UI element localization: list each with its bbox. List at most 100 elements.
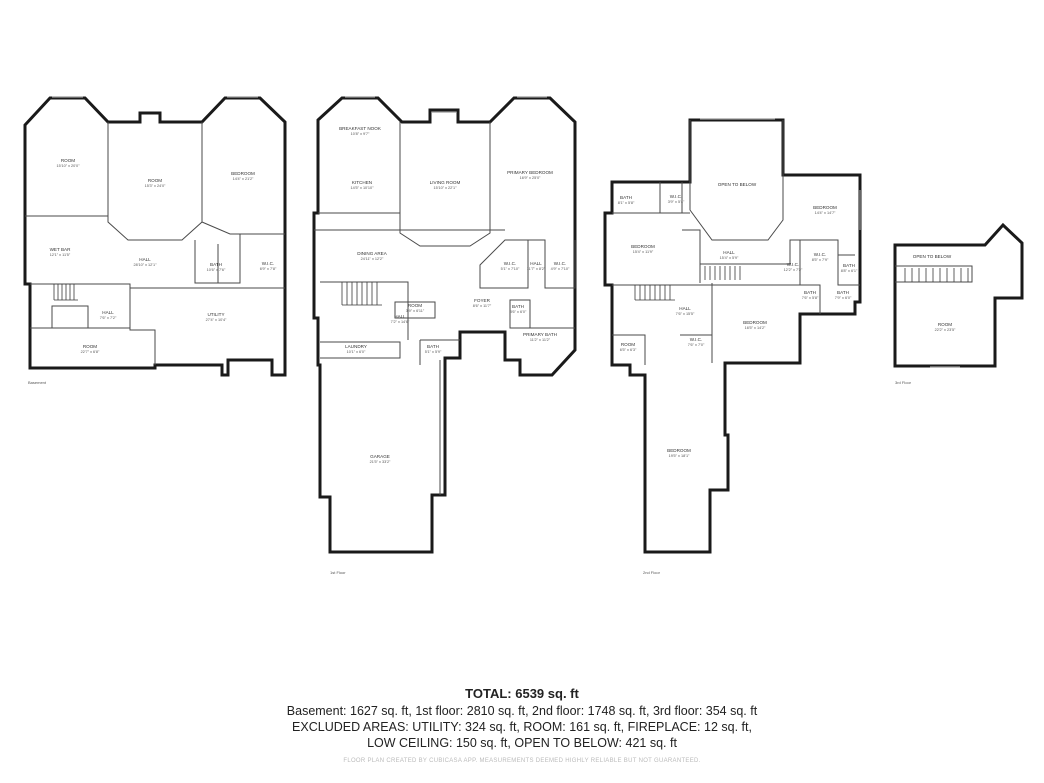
room-label: ROOM xyxy=(621,342,635,347)
room-dims: 7'6" x 5'8" xyxy=(802,296,819,300)
first-floor-plan: BREAKFAST NOOK 10'8" x 9'7" KITCHEN 14'5… xyxy=(312,96,577,575)
room-dims: 15'3" x 24'0" xyxy=(145,184,166,188)
room-label: HALL xyxy=(679,306,691,311)
room-label: HALL xyxy=(394,314,406,319)
room-label: W.I.C. xyxy=(690,337,703,342)
room-dims: 24'11" x 12'2" xyxy=(361,257,384,261)
room-dims: 8'6" x 11'7" xyxy=(473,304,492,308)
room-label: BATH xyxy=(210,262,222,267)
room-label: ROOM xyxy=(83,344,97,349)
room-dims: 15'10" x 22'1" xyxy=(434,186,458,190)
room-dims: 11'2" x 11'2" xyxy=(530,338,551,342)
room-dims: 5'1" x 5'9" xyxy=(425,350,442,354)
room-label: W.I.C. xyxy=(554,261,567,266)
room-label: LAUNDRY xyxy=(345,344,367,349)
excluded-areas: EXCLUDED AREAS: UTILITY: 324 sq. ft, ROO… xyxy=(292,720,752,734)
room-dims: 10'6" x 7'6" xyxy=(207,268,226,272)
floor-label: 3rd Floor xyxy=(895,380,912,385)
room-dims: 21'5" x 33'2" xyxy=(370,460,391,464)
room-dims: 14'5" x 10'10" xyxy=(351,186,375,190)
room-dims: 7'6" x 7'2" xyxy=(100,316,117,320)
room-dims: 3'9" x 5'4" xyxy=(668,200,685,204)
room-label: W.I.C. xyxy=(262,261,275,266)
room-label: BEDROOM xyxy=(631,244,655,249)
room-dims: 7'9" x 6'0" xyxy=(835,296,852,300)
room-dims: 8'8" x 6'1" xyxy=(841,269,858,273)
room-label: ROOM xyxy=(408,303,422,308)
room-label: W.I.C. xyxy=(670,194,683,199)
room-label: BATH xyxy=(804,290,816,295)
room-label: BATH xyxy=(620,195,632,200)
basement-plan: ROOM 15'10" x 20'0" ROOM 15'3" x 24'0" B… xyxy=(23,96,287,385)
room-dims: 8'5" x 7'9" xyxy=(812,258,829,262)
room-dims: 27'4" x 10'4" xyxy=(206,318,227,322)
room-dims: 6'5" x 6'3" xyxy=(620,348,637,352)
room-dims: 16'5" x 14'2" xyxy=(745,326,766,330)
room-dims: 22'7" x 6'8" xyxy=(81,350,100,354)
room-dims: 28'10" x 12'1" xyxy=(134,263,158,267)
room-label: DINING AREA xyxy=(357,251,388,256)
room-dims: 15'10" x 20'0" xyxy=(57,164,81,168)
room-label: KITCHEN xyxy=(352,180,372,185)
room-dims: 6'9" x 7'8" xyxy=(260,267,277,271)
room-label: FOYER xyxy=(474,298,491,303)
room-label: W.I.C. xyxy=(504,261,517,266)
room-label: OPEN TO BELOW xyxy=(718,182,757,187)
room-label: HALL xyxy=(530,261,542,266)
room-dims: 15'4" x 5'9" xyxy=(720,256,739,260)
room-dims: 7'2" x 14'6" xyxy=(391,320,410,324)
room-label: PRIMARY BATH xyxy=(523,332,557,337)
third-floor-plan: OPEN TO BELOW ROOM 22'2" x 23'5" 3rd Flo… xyxy=(893,222,1024,385)
total-area: TOTAL: 6539 sq. ft xyxy=(465,686,579,701)
room-label: W.I.C. xyxy=(787,262,800,267)
floor-plan: ROOM 15'10" x 20'0" ROOM 15'3" x 24'0" B… xyxy=(23,96,1024,575)
room-label: ROOM xyxy=(148,178,162,183)
room-label: BATH xyxy=(843,263,855,268)
room-dims: 4'9" x 7'10" xyxy=(551,267,570,271)
room-dims: 19'5" x 18'1" xyxy=(669,454,690,458)
room-label: PRIMARY BEDROOM xyxy=(507,170,553,175)
floor-label: 2nd Floor xyxy=(643,570,661,575)
room-label: LIVING ROOM xyxy=(430,180,461,185)
room-label: BEDROOM xyxy=(813,205,837,210)
room-label: W.I.C. xyxy=(814,252,827,257)
room-label: HALL xyxy=(102,310,114,315)
floor-label: Basement xyxy=(28,380,47,385)
room-dims: 7'6" x 7'0" xyxy=(688,343,705,347)
room-dims: 15'4" x 11'9" xyxy=(633,250,654,254)
room-label: OPEN TO BELOW xyxy=(913,254,952,259)
room-label: UTILITY xyxy=(207,312,224,317)
room-dims: 10'1" x 6'0" xyxy=(347,350,366,354)
room-label: BATH xyxy=(512,304,524,309)
room-label: GARAGE xyxy=(370,454,390,459)
room-label: WET BAR xyxy=(50,247,72,252)
room-dims: 8'1" x 5'8" xyxy=(618,201,635,205)
room-label: ROOM xyxy=(61,158,75,163)
room-dims: 11'7" x 8'2" xyxy=(527,267,546,271)
room-dims: 12'2" x 7'2" xyxy=(784,268,803,272)
excluded-areas-continued: LOW CEILING: 150 sq. ft, OPEN TO BELOW: … xyxy=(367,736,677,750)
room-label: BATH xyxy=(837,290,849,295)
disclaimer: FLOOR PLAN CREATED BY CUBICASA APP. MEAS… xyxy=(343,758,701,764)
room-label: BREAKFAST NOOK xyxy=(339,126,382,131)
room-label: HALL xyxy=(139,257,151,262)
room-dims: 16'9" x 25'0" xyxy=(520,176,541,180)
room-dims: 22'2" x 23'5" xyxy=(935,328,956,332)
floor-areas: Basement: 1627 sq. ft, 1st floor: 2810 s… xyxy=(286,704,758,718)
room-label: BEDROOM xyxy=(231,171,255,176)
second-floor-plan: BATH 8'1" x 5'8" W.I.C. 3'9" x 5'4" OPEN… xyxy=(603,118,862,575)
floor-label: 1st Floor xyxy=(330,570,346,575)
room-dims: 5'1" x 7'10" xyxy=(501,267,520,271)
room-dims: 3'6" x 6'0" xyxy=(510,310,527,314)
room-label: BEDROOM xyxy=(667,448,691,453)
room-dims: 14'4" x 14'7" xyxy=(815,211,836,215)
room-label: BEDROOM xyxy=(743,320,767,325)
room-label: BATH xyxy=(427,344,439,349)
room-label: HALL xyxy=(723,250,735,255)
room-dims: 12'1" x 11'5" xyxy=(50,253,71,257)
room-dims: 14'4" x 21'2" xyxy=(233,177,254,181)
room-label: ROOM xyxy=(938,322,952,327)
room-dims: 10'8" x 9'7" xyxy=(351,132,370,136)
room-dims: 3'9" x 6'11" xyxy=(406,309,425,313)
room-dims: 7'6" x 15'5" xyxy=(676,312,695,316)
